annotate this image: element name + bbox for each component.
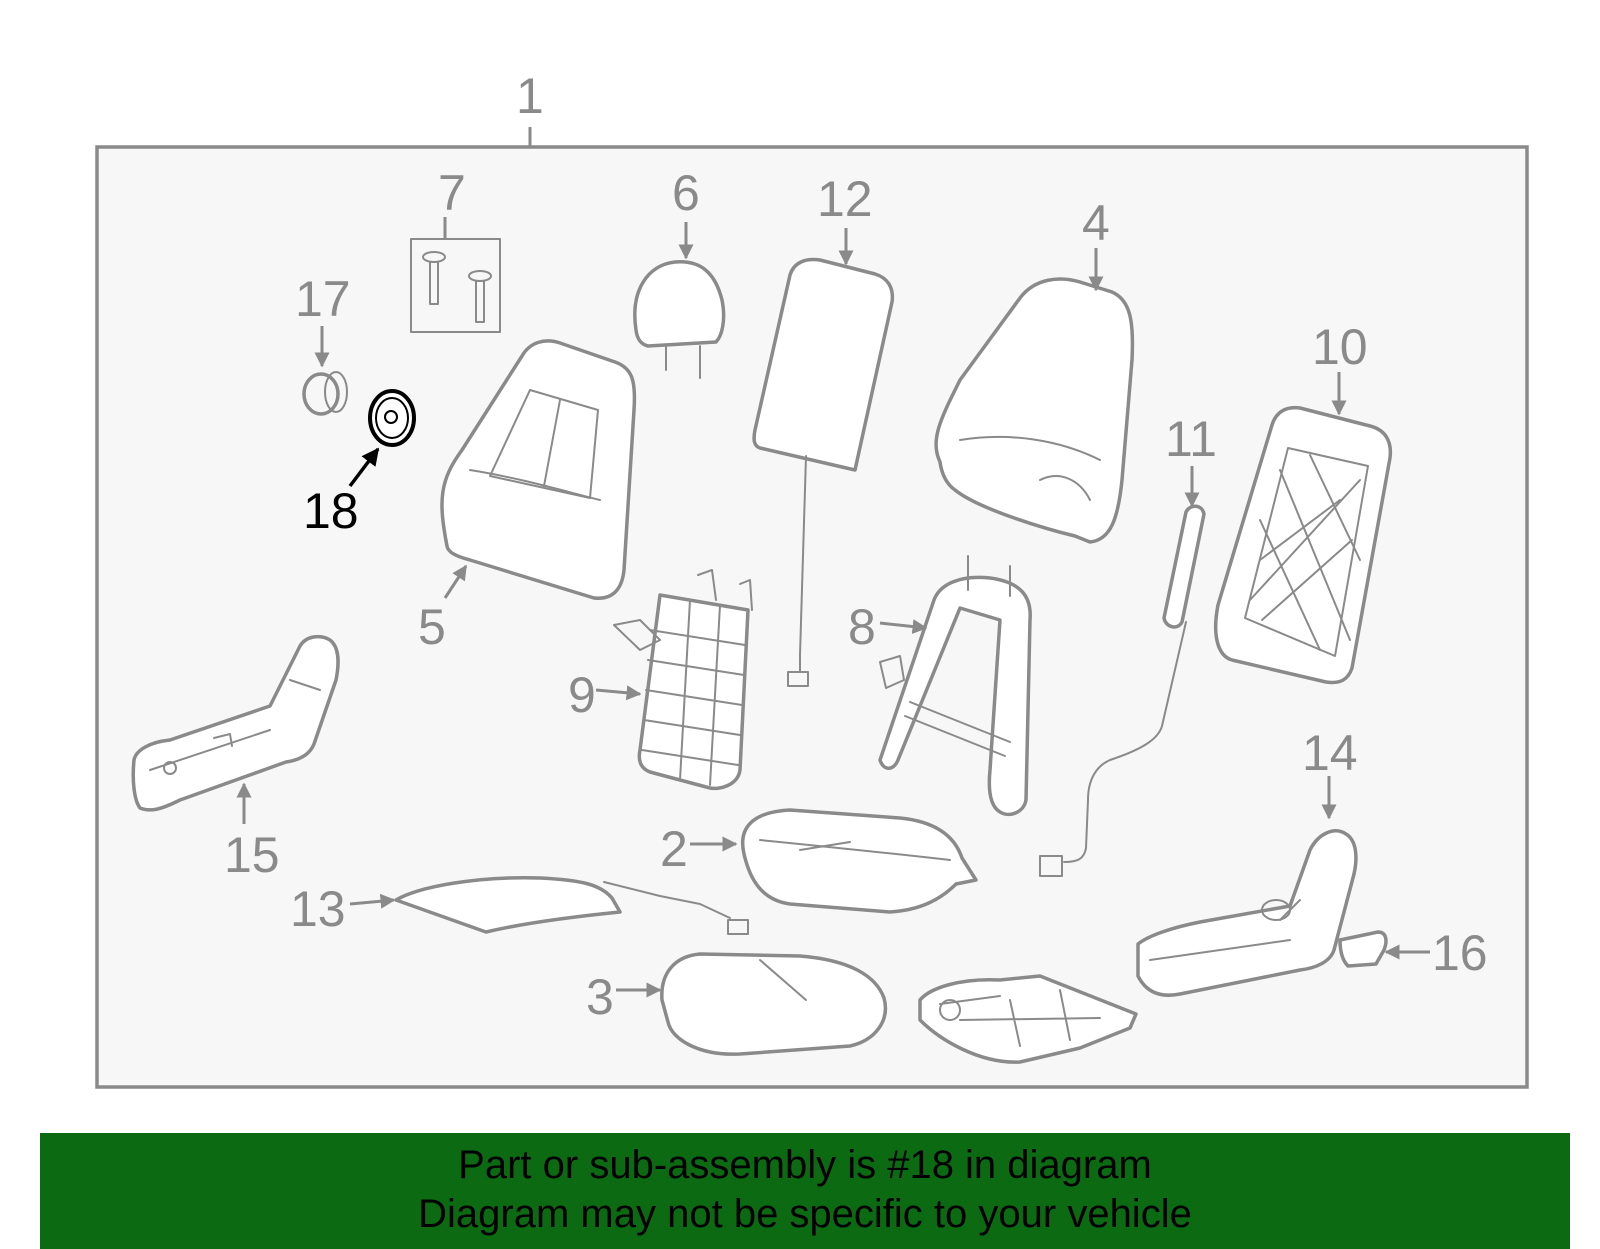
cushion-frame: [918, 974, 1138, 1064]
part-8-seatback-frame: [878, 555, 1032, 817]
part-7-bolts: [410, 217, 501, 333]
leader-5: [443, 564, 468, 599]
part-14-side-shield-right: [1136, 829, 1358, 997]
leader-18: [348, 447, 380, 488]
callout-5: 5: [418, 599, 446, 655]
part-6-headrest: [633, 260, 726, 379]
callout-16: 16: [1432, 925, 1488, 981]
callout-10: 10: [1312, 319, 1368, 375]
part-12-back-heater: [752, 257, 895, 687]
part-3-cushion-pad: [660, 952, 888, 1056]
callout-12: 12: [817, 171, 873, 227]
leader-8: [879, 619, 928, 634]
leader-13: [349, 893, 396, 909]
part-5-seatback-cover: [440, 339, 637, 600]
callout-6: 6: [672, 165, 700, 221]
callout-13: 13: [290, 881, 346, 937]
part-10-back-panel: [1213, 405, 1393, 685]
banner-line-disclaimer: Diagram may not be specific to your vehi…: [418, 1192, 1192, 1236]
part-13-cushion-heater: [394, 875, 749, 935]
callout-8: 8: [848, 599, 876, 655]
callout-17: 17: [295, 271, 351, 327]
part-16-cover-clip: [1338, 930, 1388, 968]
part-17-grommet: [302, 371, 348, 416]
seat-parts-diagram: 1 7 17 18 5 6: [95, 68, 1529, 1089]
banner-line-part: Part or sub-assembly is #18 in diagram: [458, 1143, 1152, 1187]
callout-11: 11: [1165, 411, 1217, 467]
callout-3: 3: [586, 969, 614, 1025]
callout-4: 4: [1082, 195, 1110, 251]
callout-14: 14: [1302, 725, 1358, 781]
part-15-side-shield-left: [131, 634, 340, 812]
part-11-support-rod: [1039, 504, 1206, 877]
callout-1: 1: [516, 68, 544, 124]
part-18-bushing: [368, 389, 416, 447]
callout-18: 18: [303, 483, 359, 539]
callout-2: 2: [660, 821, 688, 877]
part-2-cushion-cover: [741, 808, 978, 914]
leader-9: [595, 685, 642, 701]
part-9-lumbar-mat: [613, 569, 753, 791]
callout-7: 7: [438, 165, 466, 221]
callout-9: 9: [568, 667, 596, 723]
callout-15: 15: [224, 827, 280, 883]
part-4-seatback-pad: [934, 277, 1135, 544]
info-banner: Part or sub-assembly is #18 in diagram D…: [40, 1133, 1570, 1249]
